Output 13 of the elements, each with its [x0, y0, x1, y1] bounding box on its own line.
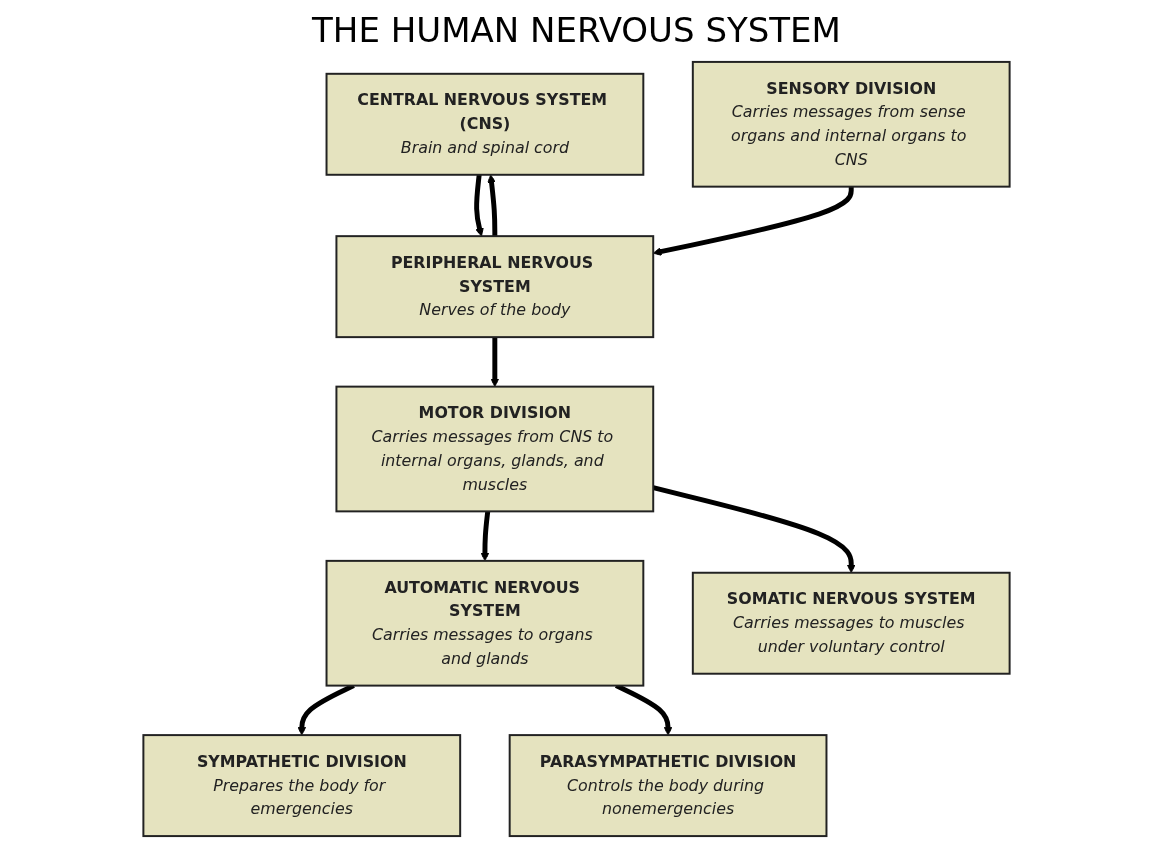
node-box: SENSORY DIVISION Carries messages from sense organs and internal organs to CNS [691, 60, 1011, 188]
node-box: SOMATIC NERVOUS SYSTEM Carries messages to muscles under voluntary control [691, 571, 1011, 675]
node-box: MOTOR DIVISION Carries messages from CNS to internal organs, glands, and muscles [335, 385, 655, 513]
node-box: PERIPHERAL NERVOUS SYSTEM Nerves of the body [335, 235, 655, 339]
arrow [490, 337, 500, 388]
arrow [480, 511, 491, 562]
node-box: SYMPATHETIC DIVISION Prepares the body for emergencies [142, 734, 462, 838]
arrow [487, 174, 498, 237]
node-box: PARASYMPATHETIC DIVISION Controls the body during nonemergencies [508, 734, 828, 838]
diagram-title: THE HUMAN NERVOUS SYSTEM [311, 10, 842, 50]
node-box: CENTRAL NERVOUS SYSTEM (CNS) Brain and spinal cord [325, 72, 645, 176]
node-box: AUTOMATIC NERVOUS SYSTEM Carries messages to organs and glands [325, 559, 645, 687]
arrow [474, 174, 484, 237]
